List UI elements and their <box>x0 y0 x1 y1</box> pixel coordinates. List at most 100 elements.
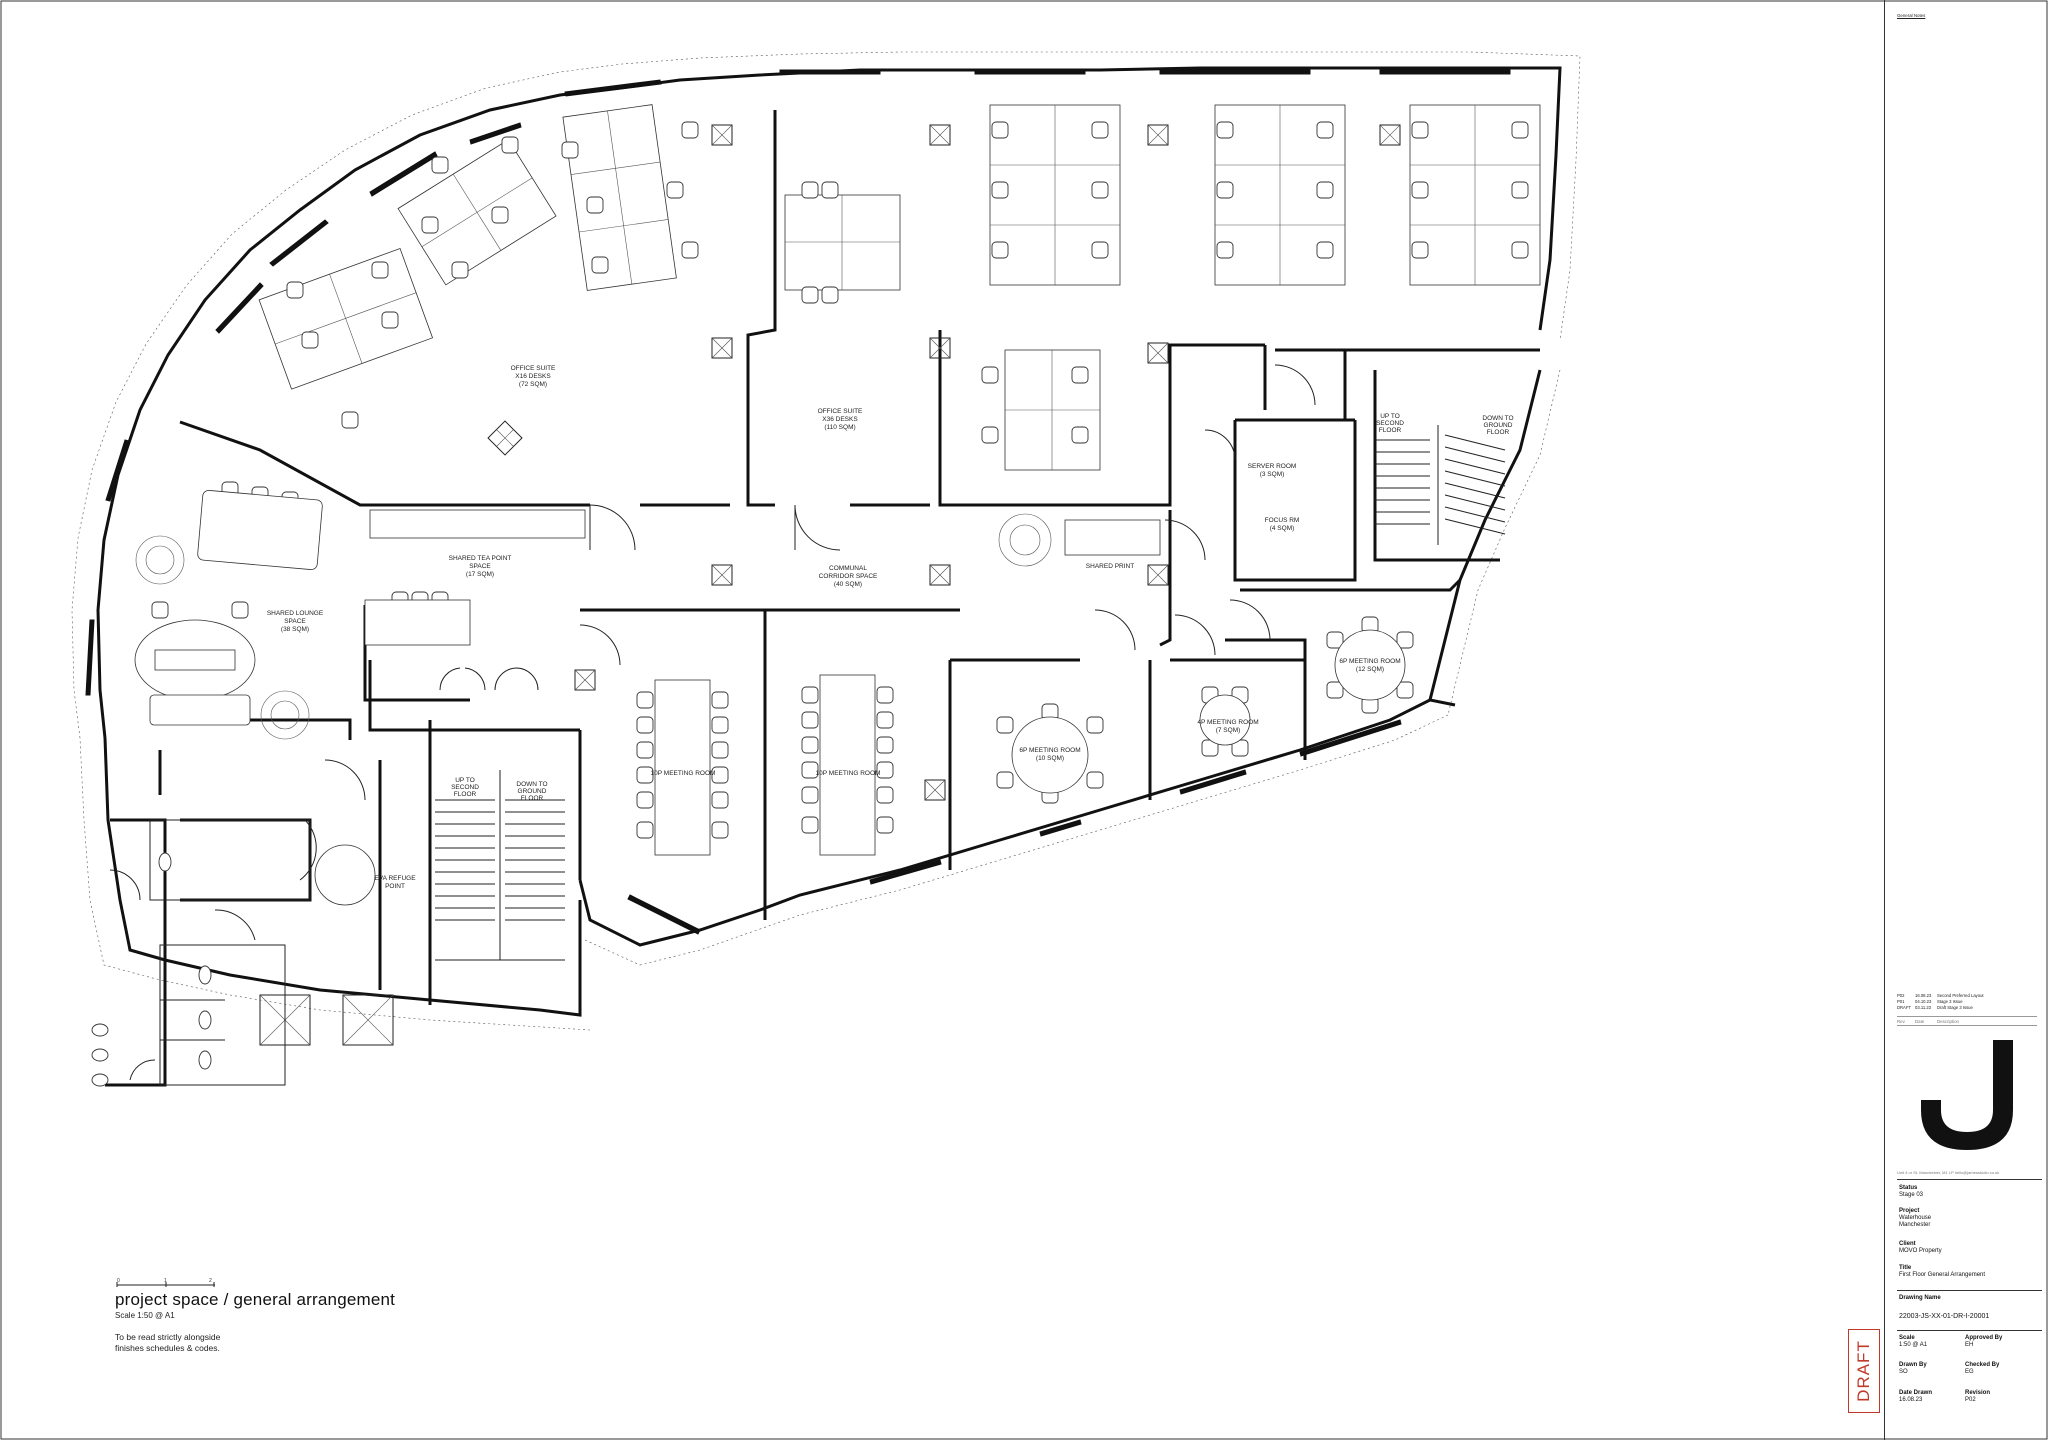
room-label-corridor-area: (40 SQM) <box>834 581 862 588</box>
read-note-line-2: finishes schedules & codes. <box>115 1343 220 1353</box>
rev-date: 04.10.23 <box>1915 999 1932 1004</box>
chair-symbol <box>561 141 579 159</box>
rev-header-rev: Rev <box>1897 1018 1905 1024</box>
chair-symbol <box>876 761 894 779</box>
room-label-office-b-desks: X36 DESKS <box>822 416 858 423</box>
desk-clusters <box>258 104 1541 471</box>
chair-symbol <box>636 791 654 809</box>
client-value: MOVO Property <box>1899 1248 1942 1254</box>
scale-field: Scale 1:50 @ A1 <box>1899 1335 1927 1349</box>
chair-symbol <box>876 711 894 729</box>
room-label-meeting10-a: 10P MEETING ROOM <box>651 770 716 777</box>
room-label-refuge-point: POINT <box>385 883 405 890</box>
chair-symbol <box>711 766 729 784</box>
divider <box>1897 1330 2042 1331</box>
chair-symbol <box>1511 181 1529 199</box>
chair-symbol <box>1326 631 1344 649</box>
chair-symbol <box>371 261 389 279</box>
stair-down-label-2: GROUND <box>518 788 547 795</box>
chair-symbol <box>1071 426 1089 444</box>
internal-walls <box>150 110 1540 1005</box>
rev-code: P01 <box>1897 999 1905 1004</box>
stair-up-label-3: FLOOR <box>454 791 477 798</box>
building-envelope <box>71 51 1581 1087</box>
chair-symbol <box>1411 181 1429 199</box>
room-label-refuge: EVA REFUGE <box>374 875 416 882</box>
draft-stamp-text: DRAFT <box>1854 1340 1874 1402</box>
drawing-scale-note: Scale 1:50 @ A1 <box>115 1311 175 1320</box>
scale-tick-0: 0 <box>117 1278 120 1284</box>
drawing-read-note: To be read strictly alongside finishes s… <box>115 1332 275 1354</box>
room-label-lounge-area: (38 SQM) <box>281 626 309 633</box>
revision-value: P02 <box>1965 1397 1976 1403</box>
stair2-down-label-3: FLOOR <box>1487 429 1510 436</box>
revision-row: DRAFT 03.11.23 Draft Stage 3 Issue <box>1897 1005 2037 1011</box>
chair-symbol <box>1326 681 1344 699</box>
chair-symbol <box>636 691 654 709</box>
chair-symbol <box>1091 241 1109 259</box>
status-label: Status <box>1899 1185 1918 1191</box>
stairs <box>435 425 1506 961</box>
room-label-server-area: (3 SQM) <box>1260 471 1285 478</box>
approved-value: EH <box>1965 1342 1974 1348</box>
chair-symbol <box>711 716 729 734</box>
room-label-meeting4-area: (7 SQM) <box>1216 727 1241 734</box>
chair-symbol <box>711 741 729 759</box>
drawing-number-field: Drawing Name <box>1899 1295 1941 1302</box>
project-value-2: Manchester <box>1899 1222 1931 1228</box>
room-label-lounge: SHARED LOUNGE <box>267 610 324 617</box>
room-label-focus: FOCUS RM <box>1265 517 1300 524</box>
approved-field: Approved By EH <box>1965 1335 2002 1349</box>
divider <box>1897 1290 2042 1291</box>
studio-logo <box>1921 1040 2013 1150</box>
chair-symbol <box>1396 631 1414 649</box>
room-label-office-a-desks: X16 DESKS <box>515 373 551 380</box>
revision-table: P02 16.08.23 Second Preferred Layout P01… <box>1897 993 2037 1011</box>
drawing-number-label: Drawing Name <box>1899 1295 1941 1301</box>
room-label-office-b-area: (110 SQM) <box>824 424 855 431</box>
stair-up-label-2: SECOND <box>451 784 479 791</box>
chair-symbol <box>801 286 819 304</box>
doors <box>109 364 1316 1081</box>
stair-tread <box>1444 506 1506 523</box>
room-label-meeting6: 6P MEETING ROOM <box>1019 747 1080 754</box>
revision-field: Revision P02 <box>1965 1390 1990 1404</box>
project-value-1: Waterhouse <box>1899 1215 1932 1221</box>
chair-symbol <box>981 426 999 444</box>
room-label-meeting6-area: (10 SQM) <box>1036 755 1064 762</box>
stair2-up-label-3: FLOOR <box>1379 427 1402 434</box>
client-label: Client <box>1899 1241 1916 1247</box>
drawn-field: Drawn By SO <box>1899 1362 1927 1376</box>
chair-symbol <box>591 256 609 274</box>
chair-symbol <box>711 821 729 839</box>
general-notes-heading: General Notes <box>1897 13 1926 18</box>
chair-symbol <box>421 216 439 234</box>
drawn-label: Drawn By <box>1899 1362 1927 1368</box>
date-label: Date Drawn <box>1899 1390 1933 1396</box>
chair-symbol <box>801 736 819 754</box>
chairs <box>151 121 1529 839</box>
scale-bar: 0 1 2 <box>116 1278 215 1287</box>
rev-code: P02 <box>1897 993 1905 998</box>
checked-value: EG <box>1965 1369 1974 1375</box>
chair-symbol <box>1216 121 1234 139</box>
chair-symbol <box>991 241 1009 259</box>
client-field: Client MOVO Property <box>1899 1241 1942 1255</box>
room-label-print: SHARED PRINT <box>1086 563 1134 570</box>
rev-desc: Second Preferred Layout <box>1937 993 1984 998</box>
chair-symbol <box>996 771 1014 789</box>
room-labels: OFFICE SUITE X16 DESKS (72 SQM) OFFICE S… <box>267 365 1514 890</box>
date-value: 16.08.23 <box>1899 1397 1923 1403</box>
chair-symbol <box>1071 366 1089 384</box>
chair-symbol <box>451 261 469 279</box>
chair-symbol <box>501 136 519 154</box>
glazing <box>85 69 1511 935</box>
stair-tread <box>1444 482 1506 499</box>
general-notes: General Notes <box>1897 13 2037 18</box>
chair-symbol <box>981 366 999 384</box>
room-label-tea-area: (17 SQM) <box>466 571 494 578</box>
chair-symbol <box>801 761 819 779</box>
